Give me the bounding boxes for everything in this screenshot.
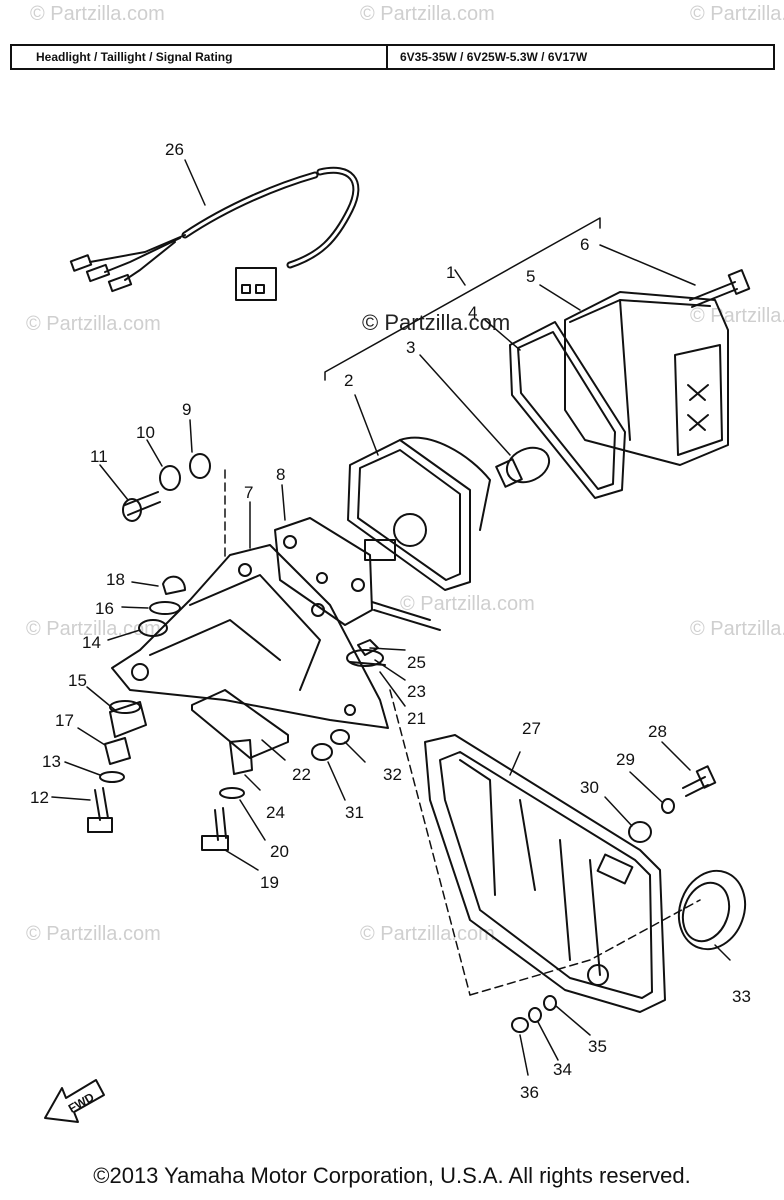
- callout: 36: [520, 1083, 539, 1102]
- callout: 6: [580, 235, 589, 254]
- rating-value: 6V35-35W / 6V25W-5.3W / 6V17W: [400, 50, 588, 64]
- watermark: © Partzilla.com: [30, 3, 165, 25]
- taillight-lens-part: [564, 291, 729, 466]
- callout: 23: [407, 682, 426, 701]
- callout: 1: [446, 263, 455, 282]
- main-bracket-part: [111, 544, 389, 729]
- watermark-layer: © Partzilla.com © Partzilla.com © Partzi…: [26, 3, 784, 945]
- rating-table: Headlight / Taillight / Signal Rating 6V…: [10, 44, 775, 70]
- watermark: © Partzilla.com: [26, 923, 161, 945]
- mount-hardware-parts: [87, 700, 147, 833]
- callout: 29: [616, 750, 635, 769]
- nut-washer-parts: [311, 729, 350, 761]
- callout: 2: [344, 371, 353, 390]
- callout: 22: [292, 765, 311, 784]
- assembly-guides: [224, 469, 701, 996]
- watermark-dark: © Partzilla.com: [362, 310, 510, 335]
- callout: 27: [522, 719, 541, 738]
- reflector-part: [677, 869, 747, 951]
- stud-part: [122, 453, 211, 522]
- callout: 14: [82, 633, 101, 652]
- callout: 26: [165, 140, 184, 159]
- callout: 13: [42, 752, 61, 771]
- callout: 30: [580, 778, 599, 797]
- callout: 28: [648, 722, 667, 741]
- callout: 7: [244, 483, 253, 502]
- plate-hardware-parts: [628, 765, 717, 843]
- screw-part: [689, 269, 751, 308]
- callout: 16: [95, 599, 114, 618]
- callout: 34: [553, 1060, 572, 1079]
- bulb-part: [495, 446, 551, 488]
- reflector-hardware-parts: [511, 995, 557, 1033]
- callout: 5: [526, 267, 535, 286]
- callout: 15: [68, 671, 87, 690]
- license-plate-bracket-part: [424, 734, 666, 1013]
- callout: 12: [30, 788, 49, 807]
- callout: 18: [106, 570, 125, 589]
- connector-block: [235, 267, 277, 301]
- watermark: © Partzilla.com: [400, 593, 535, 615]
- fwd-label: FWD: [66, 1090, 97, 1116]
- callout: 21: [407, 709, 426, 728]
- callout: 20: [270, 842, 289, 861]
- watermark: © Partzilla.com: [690, 618, 784, 640]
- callout: 4: [468, 303, 477, 322]
- callout: 9: [182, 400, 191, 419]
- callout: 19: [260, 873, 279, 892]
- watermark: © Partzilla.com: [26, 313, 161, 335]
- callout: 25: [407, 653, 426, 672]
- bracket-plate-part: [274, 517, 373, 626]
- fwd-arrow-icon: [44, 1079, 105, 1123]
- leader-lines: [51, 159, 731, 1076]
- callout: 8: [276, 465, 285, 484]
- lower-bracket-parts: [191, 689, 289, 851]
- watermark: © Partzilla.com: [690, 3, 784, 25]
- callout: 32: [383, 765, 402, 784]
- callout: 11: [90, 447, 108, 466]
- lens-gasket-part: [509, 321, 626, 499]
- watermark: © Partzilla.com: [690, 305, 784, 327]
- watermark: © Partzilla.com: [360, 923, 495, 945]
- callout: 31: [345, 803, 364, 822]
- callout: 17: [55, 711, 74, 730]
- kit-bracket: [324, 217, 601, 381]
- callout: 35: [588, 1037, 607, 1056]
- copyright-notice: ©2013 Yamaha Motor Corporation, U.S.A. A…: [93, 1163, 691, 1188]
- damper-parts: [346, 601, 441, 667]
- watermark: © Partzilla.com: [360, 3, 495, 25]
- callout-labels: 26 1 6 5 4 3 2 9 10 11 8 7 18 16 14 15 1…: [30, 140, 751, 1102]
- callout: 33: [732, 987, 751, 1006]
- grommet-parts: [138, 575, 186, 637]
- rating-label: Headlight / Taillight / Signal Rating: [12, 46, 388, 68]
- callout: 3: [406, 338, 415, 357]
- callout: 10: [136, 423, 155, 442]
- callout: 24: [266, 803, 285, 822]
- base-plate-part: [347, 436, 491, 591]
- wire-harness-part: [69, 166, 360, 301]
